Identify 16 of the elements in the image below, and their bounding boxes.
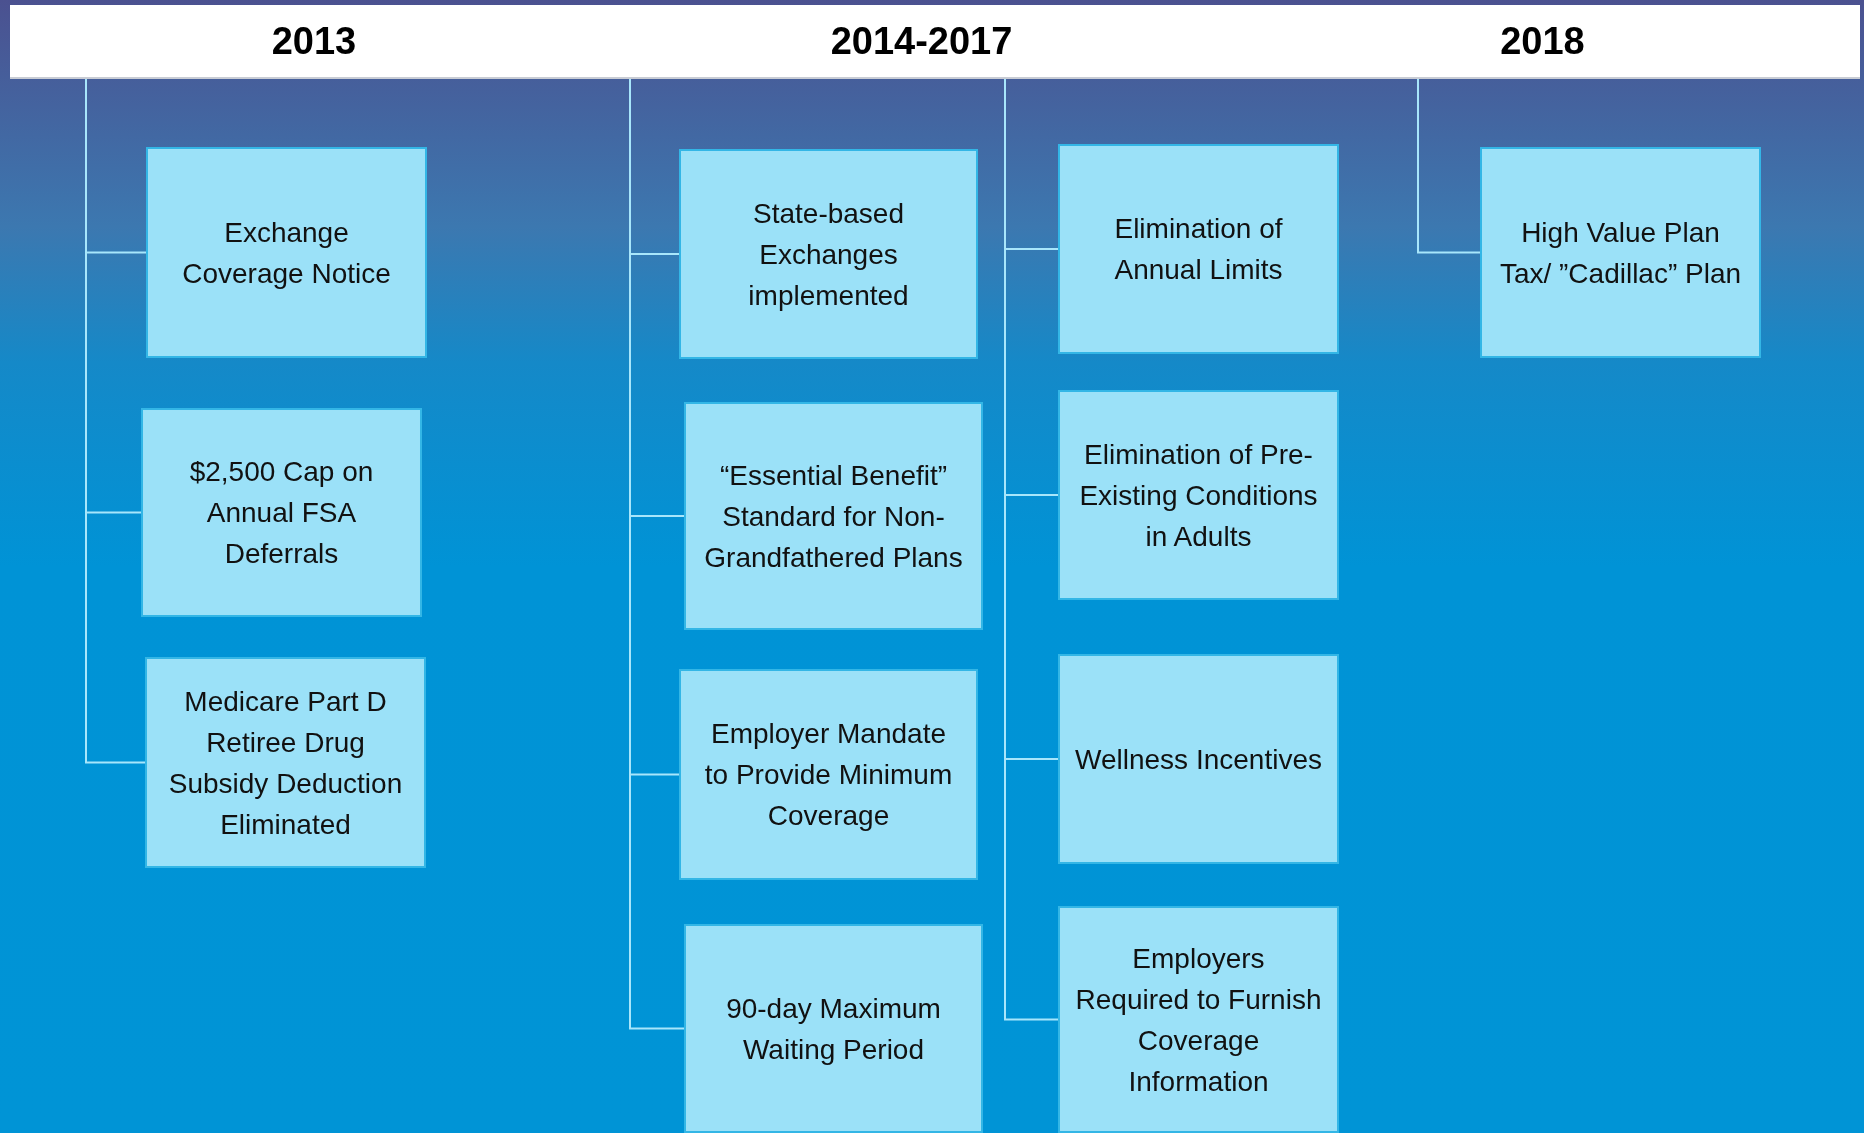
- milestone-box: Medicare Part D Retiree Drug Subsidy Deduction Eliminated: [145, 657, 426, 868]
- milestone-box: 90-day Maximum Waiting Period: [684, 924, 983, 1133]
- milestone-box: Wellness Incentives: [1058, 654, 1339, 864]
- milestone-box: Elimination of Pre-Existing Conditions in Adults: [1058, 390, 1339, 600]
- milestone-box: Employer Mandate to Provide Minimum Coverage: [679, 669, 978, 880]
- year-heading: 2013: [270, 19, 358, 63]
- milestone-box: Exchange Coverage Notice: [146, 147, 427, 358]
- milestone-box: $2,500 Cap on Annual FSA Deferrals: [141, 408, 422, 617]
- header-bar: [10, 5, 1860, 77]
- milestone-box: Employers Required to Furnish Coverage Information: [1058, 906, 1339, 1133]
- milestone-box: Elimination of Annual Limits: [1058, 144, 1339, 354]
- year-heading: 2014-2017: [829, 19, 1014, 63]
- year-heading: 2018: [1499, 19, 1586, 63]
- milestone-box: High Value Plan Tax/ ”Cadillac” Plan: [1480, 147, 1761, 358]
- milestone-box: “Essential Benefit” Standard for Non-Grandfathered Plans: [684, 402, 983, 630]
- milestone-box: State-based Exchanges implemented: [679, 149, 978, 359]
